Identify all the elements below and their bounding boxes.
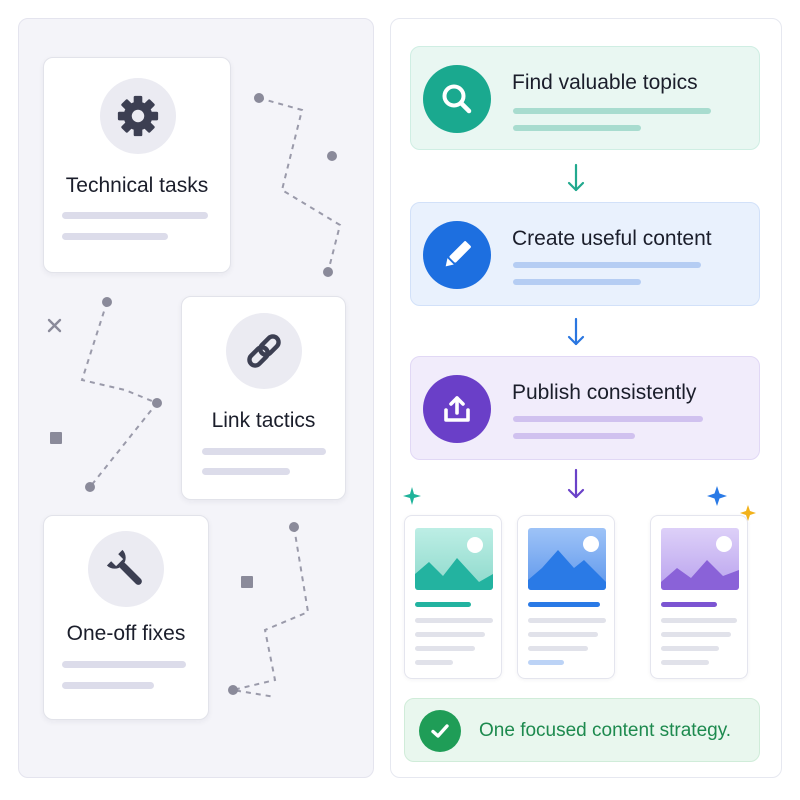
connector-dot (289, 522, 299, 532)
step-label: Publish consistently (512, 381, 697, 404)
connector-dot (85, 482, 95, 492)
result-banner: One focused content strategy. (404, 698, 760, 762)
step-create-content: Create useful content (410, 202, 760, 306)
connector-dot (327, 151, 337, 161)
card-label: One-off fixes (66, 622, 186, 645)
wrench-icon (88, 531, 164, 607)
accent-line (661, 602, 717, 607)
placeholder-line (661, 632, 731, 637)
placeholder-line (415, 660, 453, 665)
step-publish: Publish consistently (410, 356, 760, 460)
placeholder-line (528, 632, 598, 637)
accent-line (415, 602, 471, 607)
placeholder-line (661, 660, 709, 665)
placeholder-line (528, 618, 606, 623)
accent-line (528, 602, 600, 607)
sparkle-icon (403, 487, 421, 505)
image-placeholder-icon (415, 528, 493, 590)
search-icon (423, 65, 491, 133)
link-tactics-card: Link tactics (181, 296, 346, 500)
placeholder-line (513, 108, 711, 114)
x-marker (47, 318, 62, 333)
technical-tasks-card: Technical tasks (43, 57, 231, 273)
step-find-topics: Find valuable topics (410, 46, 760, 150)
arrow-down-icon (567, 163, 585, 192)
check-icon (419, 710, 461, 752)
placeholder-line (202, 468, 290, 475)
connector-dot (228, 685, 238, 695)
article-card-teal (404, 515, 502, 679)
placeholder-line (62, 682, 154, 689)
placeholder-line (661, 646, 719, 651)
placeholder-line (415, 632, 485, 637)
sparkle-icon (707, 486, 727, 506)
placeholder-line (528, 646, 588, 651)
image-placeholder-icon (528, 528, 606, 590)
arrow-down-icon (567, 468, 585, 499)
placeholder-line (513, 262, 701, 268)
result-text: One focused content strategy. (479, 720, 732, 741)
pencil-icon (423, 221, 491, 289)
placeholder-line (62, 212, 208, 219)
placeholder-line (513, 125, 641, 131)
gear-icon (100, 78, 176, 154)
card-label: Technical tasks (65, 174, 209, 197)
placeholder-line (513, 416, 703, 422)
step-label: Create useful content (512, 227, 712, 250)
placeholder-line (62, 661, 186, 668)
connector-dot (254, 93, 264, 103)
upload-icon (423, 375, 491, 443)
placeholder-line (513, 433, 635, 439)
placeholder-line (661, 618, 737, 623)
square-marker (241, 576, 253, 588)
placeholder-line (513, 279, 641, 285)
placeholder-line (528, 660, 564, 665)
placeholder-line (202, 448, 326, 455)
connector-dot (102, 297, 112, 307)
article-card-blue (517, 515, 615, 679)
square-marker (50, 432, 62, 444)
arrow-down-icon (567, 317, 585, 346)
one-off-fixes-card: One-off fixes (43, 515, 209, 720)
card-label: Link tactics (211, 409, 316, 432)
placeholder-line (415, 618, 493, 623)
connector-dot (323, 267, 333, 277)
article-card-purple (650, 515, 748, 679)
image-placeholder-icon (661, 528, 739, 590)
placeholder-line (62, 233, 168, 240)
placeholder-line (415, 646, 475, 651)
sparkle-icon (740, 505, 756, 521)
connector-dot (152, 398, 162, 408)
link-icon (226, 313, 302, 389)
step-label: Find valuable topics (512, 71, 698, 94)
